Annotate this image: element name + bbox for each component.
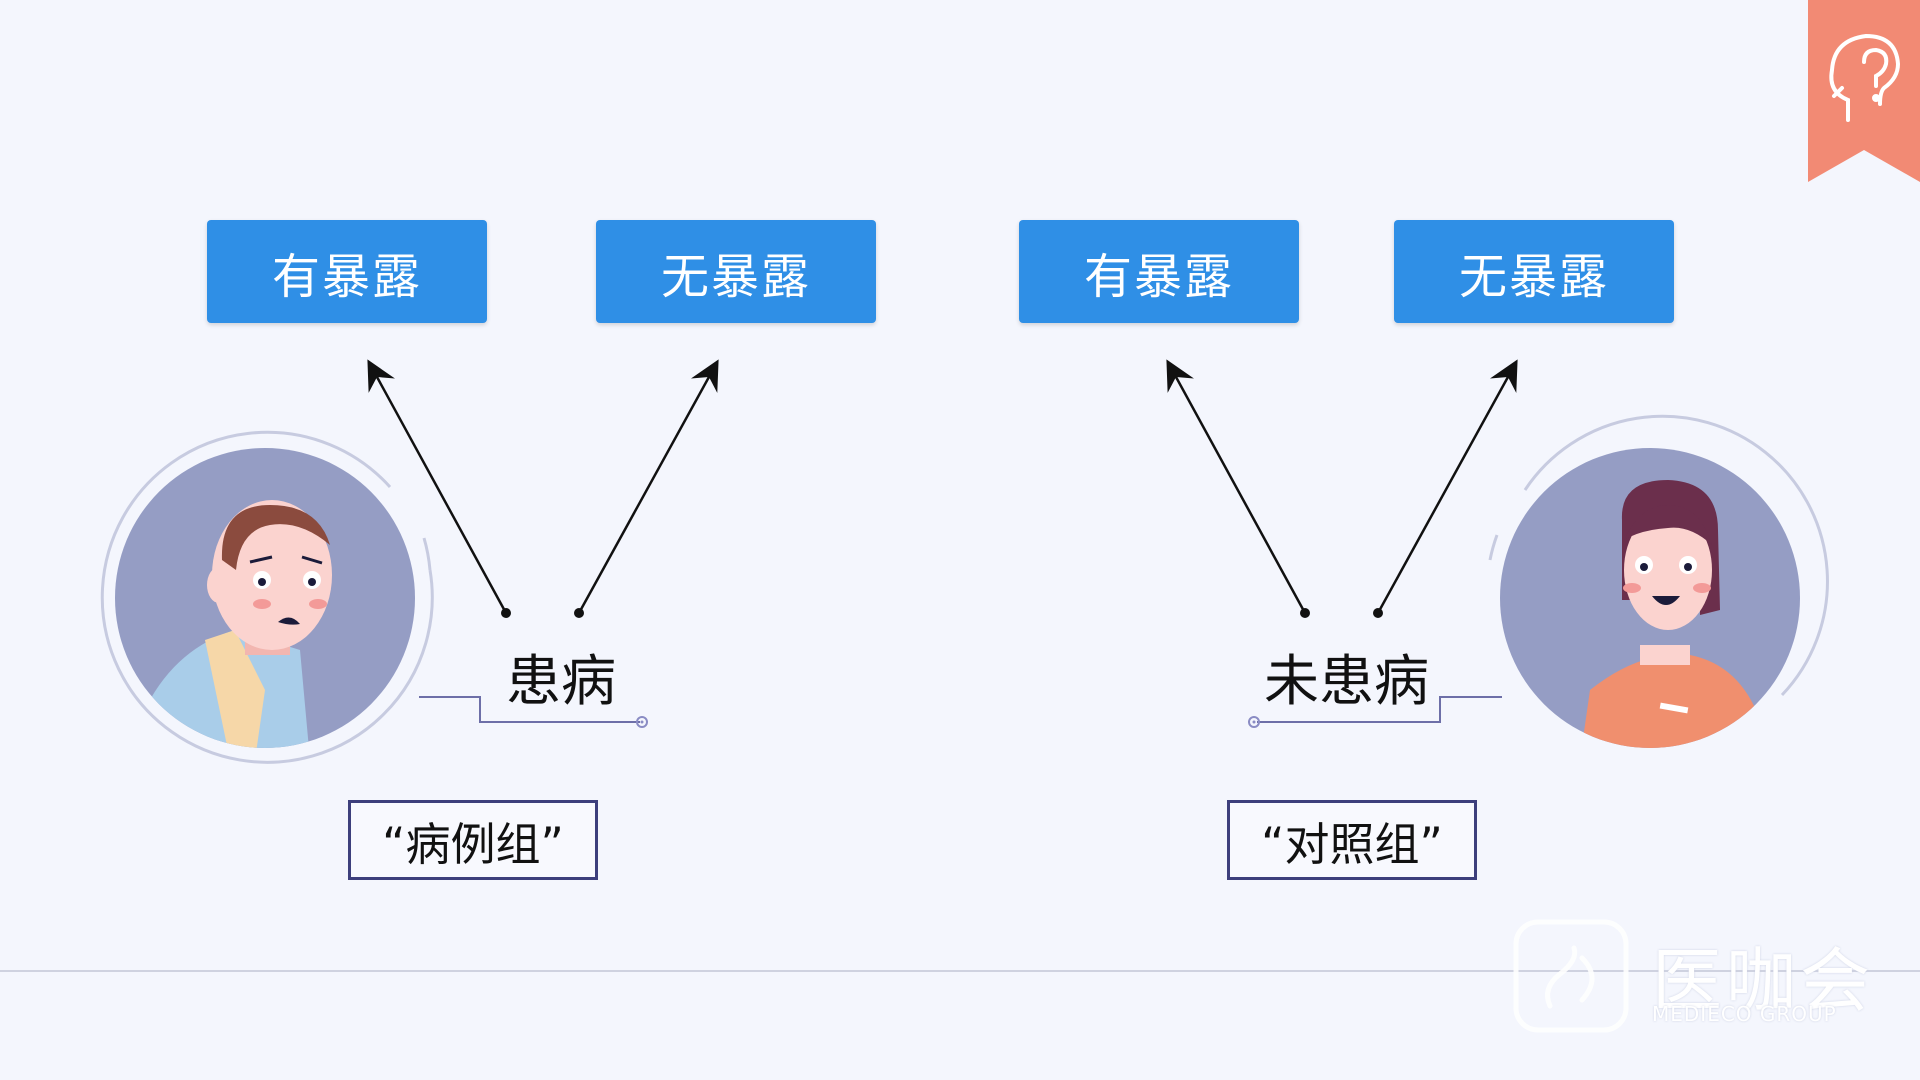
healthy-woman-avatar (1488, 414, 1829, 748)
exposure-box-control-exposed: 有暴露 (1019, 220, 1299, 323)
diseased-label: 患病 (506, 649, 617, 713)
control-arrows (1166, 359, 1518, 618)
case-label-connector (419, 696, 648, 728)
case-group-box: “病例组” (348, 800, 598, 880)
exposure-box-case-exposed: 有暴露 (207, 220, 487, 323)
case-arrows (367, 359, 719, 618)
exposure-box-case-unexposed: 无暴露 (596, 220, 876, 323)
watermark-name: 医咖会 (1652, 940, 1874, 1022)
control-group-box: “对照组” (1227, 800, 1477, 880)
control-label-connector (1248, 696, 1502, 728)
head-question-icon (1829, 33, 1901, 122)
mediceo-logo-icon (1513, 919, 1629, 1033)
not-diseased-label: 未患病 (1264, 649, 1430, 713)
bookmark-tag (1808, 0, 1920, 182)
footer-divider (0, 970, 1920, 972)
watermark-subtitle: MEDIECO GROUP (1652, 1002, 1837, 1026)
exposure-box-control-unexposed: 无暴露 (1394, 220, 1674, 323)
sick-man-avatar (100, 430, 434, 764)
